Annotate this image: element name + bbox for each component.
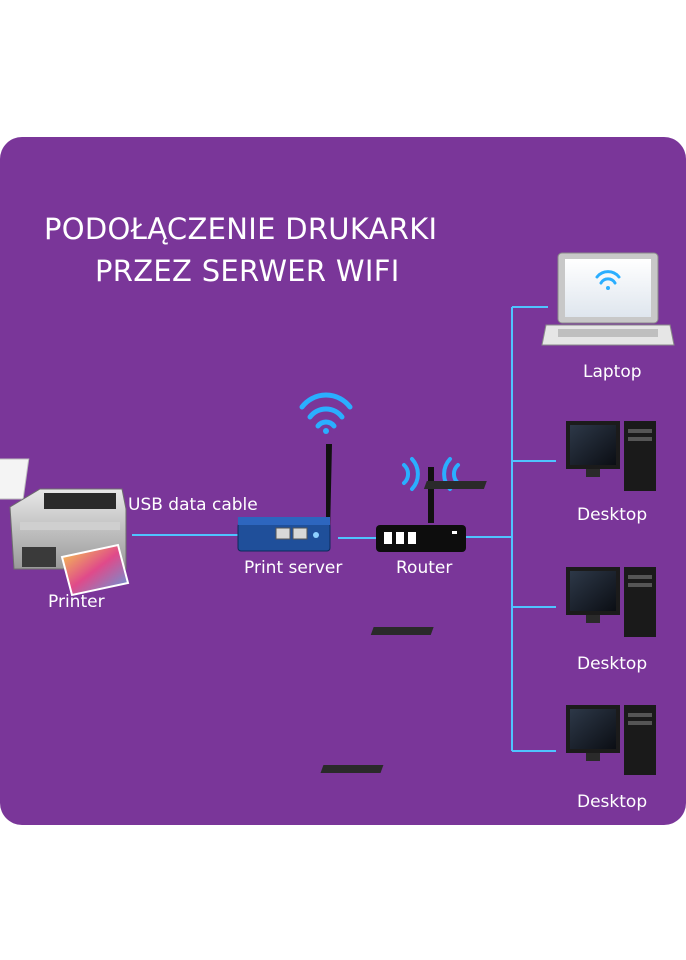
desktop-3-label: Desktop xyxy=(577,792,648,812)
print-server-wifi-icon xyxy=(299,392,353,434)
desktop-3-icon xyxy=(320,705,656,775)
title-line-2: PRZEZ SERWER WIFI xyxy=(95,254,400,288)
printer-label: Printer xyxy=(48,592,105,612)
desktop-2-label: Desktop xyxy=(577,654,648,674)
diagram-graphics xyxy=(0,252,675,775)
print-server-label: Print server xyxy=(244,558,343,578)
laptop-icon xyxy=(541,252,675,346)
printer-icon xyxy=(0,458,130,597)
title-line-1: PODOŁĄCZENIE DRUKARKI xyxy=(44,212,438,246)
connection-lines xyxy=(132,306,556,752)
desktop-1-label: Desktop xyxy=(577,505,648,525)
diagram-panel: PODOŁĄCZENIE DRUKARKI PRZEZ SERWER WIFI … xyxy=(0,137,686,825)
router-icon xyxy=(376,467,466,552)
desktop-1-icon xyxy=(423,421,656,491)
print-server-icon xyxy=(237,444,332,552)
laptop-label: Laptop xyxy=(583,362,642,382)
desktop-2-icon xyxy=(370,567,656,637)
usb-cable-label: USB data cable xyxy=(128,495,258,515)
router-label: Router xyxy=(396,558,453,578)
